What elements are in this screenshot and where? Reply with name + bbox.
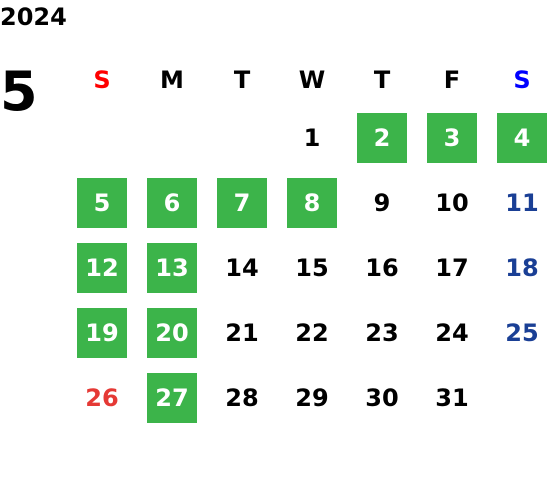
day-cell[interactable]: 8: [277, 170, 347, 235]
day-cell[interactable]: 27: [137, 365, 207, 430]
empty-day-number: [147, 113, 197, 163]
day-cell[interactable]: 6: [137, 170, 207, 235]
weekday-header-1: M: [160, 66, 184, 94]
empty-day-cell: [67, 105, 137, 170]
day-cell[interactable]: 20: [137, 300, 207, 365]
day-number: 21: [225, 318, 259, 347]
day-number: 31: [435, 383, 469, 412]
day-cell[interactable]: 15: [277, 235, 347, 300]
day-cell[interactable]: 9: [347, 170, 417, 235]
day-cell[interactable]: 11: [487, 170, 548, 235]
day-number: 19: [77, 307, 127, 358]
day-cell[interactable]: 31: [417, 365, 487, 430]
day-number: 8: [287, 177, 337, 228]
day-number: 29: [295, 383, 329, 412]
day-number: 15: [295, 253, 329, 282]
day-number: 2: [357, 112, 407, 163]
day-cell[interactable]: 30: [347, 365, 417, 430]
weekday-header-6: S: [513, 66, 531, 94]
day-cell[interactable]: 23: [347, 300, 417, 365]
day-number: 18: [505, 253, 539, 282]
day-cell[interactable]: 24: [417, 300, 487, 365]
day-cell[interactable]: 28: [207, 365, 277, 430]
empty-day-number: [217, 113, 267, 163]
day-cell[interactable]: 12: [67, 235, 137, 300]
day-number: 26: [85, 383, 119, 412]
weekday-header-2: T: [233, 66, 251, 94]
day-number: 30: [365, 383, 399, 412]
day-cell[interactable]: 18: [487, 235, 548, 300]
empty-day-number: [497, 373, 547, 423]
empty-day-cell: [487, 365, 548, 430]
day-cell[interactable]: 14: [207, 235, 277, 300]
day-number: 9: [373, 188, 391, 217]
day-number: 17: [435, 253, 469, 282]
day-cell[interactable]: 22: [277, 300, 347, 365]
month-label: 5: [0, 60, 38, 123]
day-cell[interactable]: 4: [487, 105, 548, 170]
day-cell[interactable]: 10: [417, 170, 487, 235]
day-number: 3: [427, 112, 477, 163]
day-cell[interactable]: 26: [67, 365, 137, 430]
day-number: 22: [295, 318, 329, 347]
day-cell[interactable]: 13: [137, 235, 207, 300]
day-number: 25: [505, 318, 539, 347]
year-label: 2024: [0, 3, 67, 31]
day-cell[interactable]: 5: [67, 170, 137, 235]
day-number: 5: [77, 177, 127, 228]
weekday-header-3: W: [298, 66, 326, 94]
day-cell[interactable]: 29: [277, 365, 347, 430]
day-number: 1: [303, 123, 321, 152]
day-number: 7: [217, 177, 267, 228]
day-number: 24: [435, 318, 469, 347]
day-cell[interactable]: 21: [207, 300, 277, 365]
day-cell[interactable]: 16: [347, 235, 417, 300]
day-number: 16: [365, 253, 399, 282]
day-number: 23: [365, 318, 399, 347]
day-cell[interactable]: 3: [417, 105, 487, 170]
weekday-header-0: S: [93, 66, 111, 94]
day-cell[interactable]: 2: [347, 105, 417, 170]
day-number: 20: [147, 307, 197, 358]
day-cell[interactable]: 19: [67, 300, 137, 365]
day-number: 4: [497, 112, 547, 163]
day-cell[interactable]: 17: [417, 235, 487, 300]
day-cell[interactable]: 25: [487, 300, 548, 365]
day-number: 11: [505, 188, 539, 217]
day-number: 12: [77, 242, 127, 293]
day-number: 28: [225, 383, 259, 412]
empty-day-number: [77, 113, 127, 163]
empty-day-cell: [137, 105, 207, 170]
day-number: 13: [147, 242, 197, 293]
day-number: 14: [225, 253, 259, 282]
weekday-header-4: T: [373, 66, 391, 94]
empty-day-cell: [207, 105, 277, 170]
day-number: 6: [147, 177, 197, 228]
day-cell[interactable]: 7: [207, 170, 277, 235]
day-number: 27: [147, 372, 197, 423]
day-cell[interactable]: 1: [277, 105, 347, 170]
day-number: 10: [435, 188, 469, 217]
weekday-header-5: F: [443, 66, 461, 94]
